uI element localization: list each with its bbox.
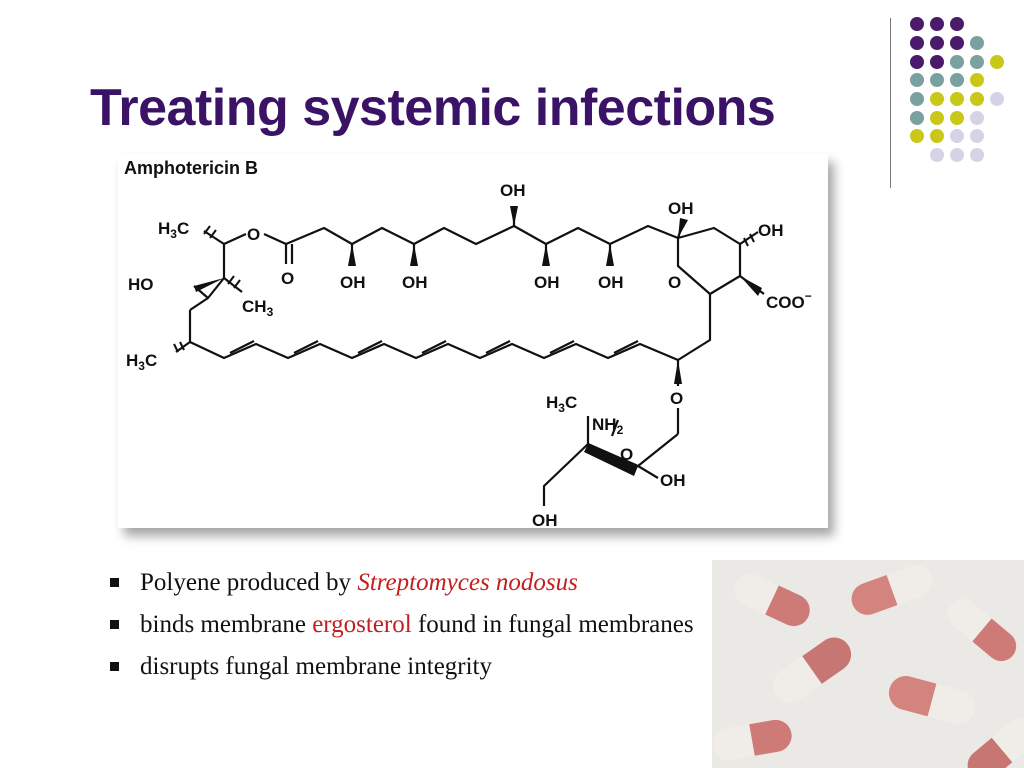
oh-label-4: OH bbox=[534, 273, 560, 292]
nh2-label: NH bbox=[592, 415, 617, 434]
h3c-label-1-c: C bbox=[177, 219, 189, 238]
ring-oxygen-label: O bbox=[668, 273, 681, 292]
h3c-label-1-h: H bbox=[158, 219, 170, 238]
amphotericin-structure-figure: Amphotericin B bbox=[118, 154, 828, 528]
slide-title: Treating systemic infections bbox=[90, 79, 776, 137]
h3c-label-2-h: H bbox=[126, 351, 138, 370]
h3c-label-3-h: H bbox=[546, 393, 558, 412]
ch3-label-ch: CH bbox=[242, 297, 267, 316]
oh-label-3: OH bbox=[500, 181, 526, 200]
bullet-list: Polyene produced by Streptomyces nodosus… bbox=[108, 562, 694, 688]
coo-charge: − bbox=[805, 289, 812, 303]
pills-photo-image bbox=[712, 560, 1024, 768]
ch3-label-sub: 3 bbox=[267, 305, 274, 319]
oh-label-1: OH bbox=[340, 273, 366, 292]
oh-label-9: OH bbox=[532, 511, 558, 528]
molecule-structure-diagram: H3C O O HO CH3 H3C OH OH OH OH OH OH O O… bbox=[126, 181, 812, 528]
svg-text:COO−: COO− bbox=[766, 289, 812, 312]
oh-label-6: OH bbox=[668, 199, 694, 218]
svg-text:H3C: H3C bbox=[158, 219, 189, 241]
oh-label-5: OH bbox=[598, 273, 624, 292]
ergosterol-term: ergosterol bbox=[312, 611, 412, 638]
h3c-label-2-c: C bbox=[145, 351, 157, 370]
decorative-dot-grid bbox=[910, 17, 1004, 162]
h3c-label-3-sub: 3 bbox=[558, 401, 565, 415]
h3c-label-2-sub: 3 bbox=[138, 359, 145, 373]
figure-label: Amphotericin B bbox=[124, 158, 259, 178]
oh-label-8: OH bbox=[660, 471, 686, 490]
title-divider-line bbox=[890, 18, 891, 188]
bullet-item-3: disrupts fungal membrane integrity bbox=[108, 646, 694, 688]
h3c-label-3-c: C bbox=[565, 393, 577, 412]
svg-text:H3C: H3C bbox=[546, 393, 577, 415]
svg-text:NH2: NH2 bbox=[592, 415, 624, 437]
glycoside-oxygen-label: O bbox=[670, 389, 683, 408]
ho-label: HO bbox=[128, 275, 154, 294]
oh-label-2: OH bbox=[402, 273, 428, 292]
svg-text:H3C: H3C bbox=[126, 351, 157, 373]
organism-name: Streptomyces nodosus bbox=[357, 569, 578, 596]
sugar-oxygen-label: O bbox=[620, 445, 633, 464]
bullet-item-2: binds membrane ergosterol found in funga… bbox=[108, 604, 694, 646]
carbonyl-oxygen-label: O bbox=[281, 269, 294, 288]
h3c-label-1-sub: 3 bbox=[170, 227, 177, 241]
nh2-sub: 2 bbox=[617, 423, 624, 437]
svg-text:CH3: CH3 bbox=[242, 297, 274, 319]
coo-label: COO bbox=[766, 293, 805, 312]
bullet-item-1: Polyene produced by Streptomyces nodosus bbox=[108, 562, 694, 604]
oh-label-7: OH bbox=[758, 221, 784, 240]
ester-oxygen-label: O bbox=[247, 225, 260, 244]
